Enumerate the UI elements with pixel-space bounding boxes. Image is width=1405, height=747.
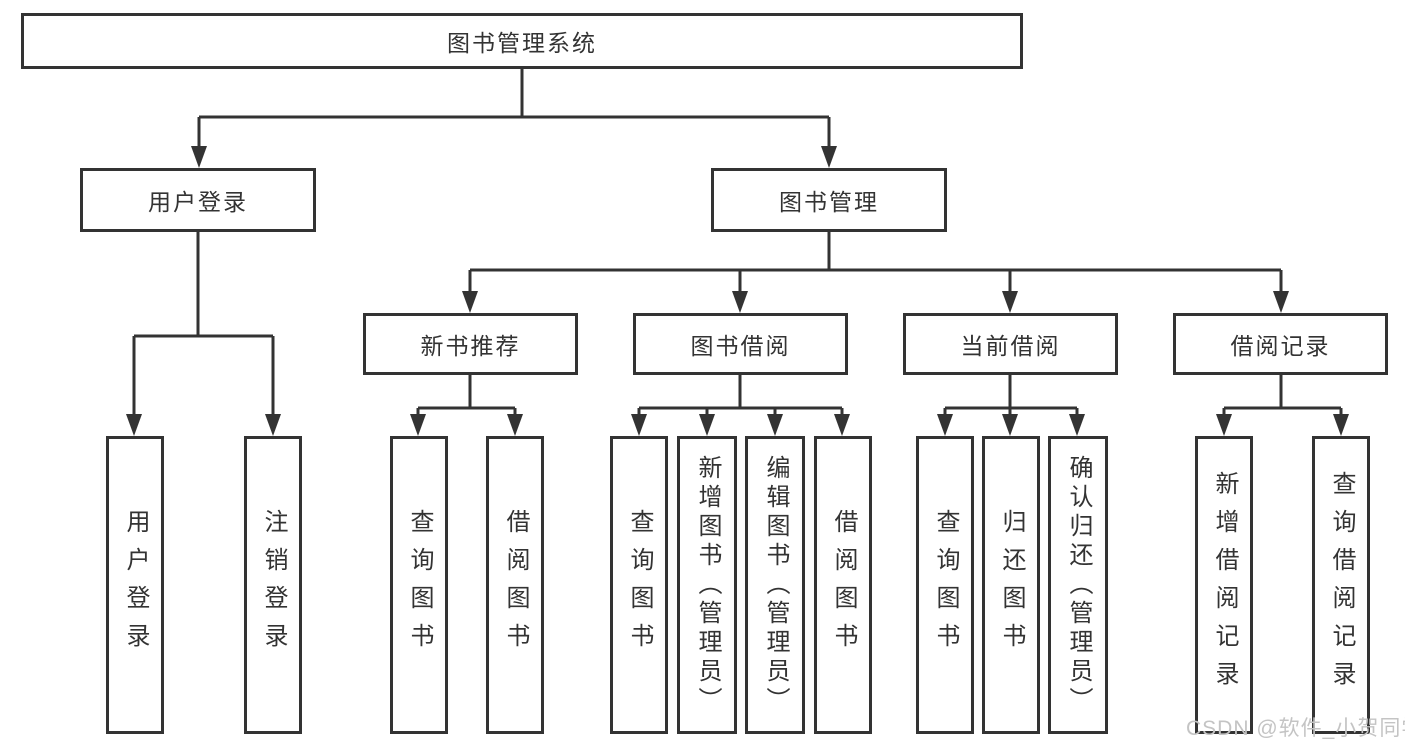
csdn-watermark: CSDN @软件_小贺同学 — [1186, 717, 1405, 740]
leaf-query-borrow-record: 查询借阅记录 — [1312, 436, 1370, 734]
node-label: 图书管理 — [779, 189, 879, 215]
leaf-label: 新增图书（管理员） — [694, 454, 721, 716]
leaf-label: 新增借阅记录 — [1211, 471, 1238, 699]
leaf-user-login: 用户登录 — [106, 436, 164, 734]
node-new-book-recommend: 新书推荐 — [363, 313, 578, 375]
node-user-login: 用户登录 — [80, 168, 316, 232]
node-book-management: 图书管理 — [711, 168, 947, 232]
leaf-label: 借阅图书 — [830, 509, 857, 661]
leaf-label: 注销登录 — [260, 509, 287, 661]
node-library-management-system: 图书管理系统 — [21, 13, 1023, 69]
leaf-confirm-return-admin: 确认归还（管理员） — [1048, 436, 1108, 734]
leaf-label: 归还图书 — [998, 509, 1025, 661]
node-borrow-records: 借阅记录 — [1173, 313, 1388, 375]
leaf-label: 用户登录 — [122, 509, 149, 661]
leaf-query-books-rec: 查询图书 — [390, 436, 448, 734]
leaf-label: 查询图书 — [406, 509, 433, 661]
leaf-label: 查询图书 — [932, 509, 959, 661]
node-label: 新书推荐 — [420, 333, 521, 359]
leaf-borrow-books-rec: 借阅图书 — [486, 436, 544, 734]
leaf-query-books-borrow: 查询图书 — [610, 436, 668, 734]
leaf-label: 编辑图书（管理员） — [762, 454, 789, 716]
leaf-label: 借阅图书 — [502, 509, 529, 661]
leaf-logout: 注销登录 — [244, 436, 302, 734]
leaf-label: 查询图书 — [626, 509, 653, 661]
leaf-add-books-admin: 新增图书（管理员） — [677, 436, 737, 734]
node-book-borrowing: 图书借阅 — [633, 313, 848, 375]
node-current-borrowing: 当前借阅 — [903, 313, 1118, 375]
leaf-query-books-current: 查询图书 — [916, 436, 974, 734]
node-label: 当前借阅 — [960, 333, 1061, 359]
leaf-label: 确认归还（管理员） — [1065, 454, 1092, 716]
leaf-return-books: 归还图书 — [982, 436, 1040, 734]
leaf-borrow-books: 借阅图书 — [814, 436, 872, 734]
node-label: 用户登录 — [148, 189, 248, 215]
node-label: 图书管理系统 — [447, 30, 597, 56]
leaf-edit-books-admin: 编辑图书（管理员） — [745, 436, 805, 734]
node-label: 图书借阅 — [690, 333, 791, 359]
node-label: 借阅记录 — [1230, 333, 1331, 359]
leaf-label: 查询借阅记录 — [1328, 471, 1355, 699]
leaf-add-borrow-record: 新增借阅记录 — [1195, 436, 1253, 734]
